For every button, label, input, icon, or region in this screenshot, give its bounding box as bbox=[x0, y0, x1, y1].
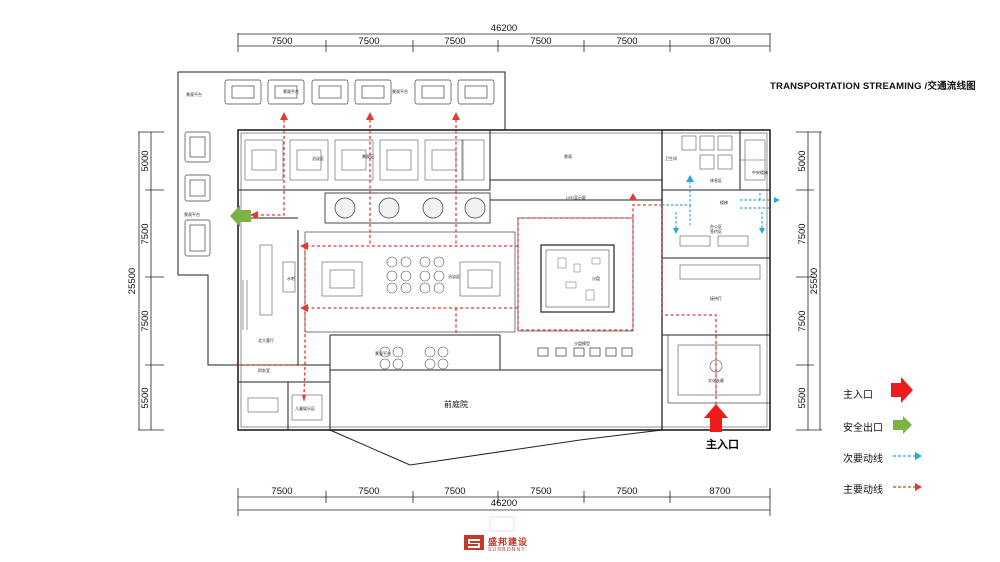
label-rest-area: 休息区 bbox=[710, 177, 722, 183]
label-north-living: 北大客厅 bbox=[258, 337, 274, 343]
legend-primary-flow-icon bbox=[893, 483, 922, 491]
safety-exit-arrow-plan bbox=[230, 205, 251, 227]
right-dim-2: 7500 bbox=[797, 223, 808, 244]
label-terrace-4: 景观平台 bbox=[184, 211, 200, 217]
top-dimension bbox=[237, 33, 771, 52]
left-dim-4: 5500 bbox=[140, 387, 151, 408]
label-negotiation-2: 洽谈区 bbox=[312, 155, 324, 161]
bottom-dim-6: 8700 bbox=[709, 486, 730, 497]
courtyard bbox=[329, 369, 663, 466]
label-terrace-5: 景观平台 bbox=[375, 350, 391, 356]
brand-logo-icon bbox=[464, 516, 515, 550]
label-terrace-2: 景观平台 bbox=[283, 88, 299, 94]
legend-main-entrance-label: 主入口 bbox=[843, 390, 873, 401]
led-label: LED显示屏 bbox=[566, 194, 586, 200]
label-reception: 接待厅 bbox=[710, 295, 722, 301]
label-kids-area: 儿童娱乐区 bbox=[295, 405, 315, 411]
label-sand-table: 沙盘 bbox=[592, 275, 600, 281]
model-displays bbox=[537, 347, 633, 357]
legend-main-entrance-icon bbox=[891, 377, 913, 403]
brand-subname: SUNBONNY bbox=[488, 547, 526, 553]
lounge-furniture bbox=[321, 256, 501, 370]
label-restroom: 卫生间 bbox=[665, 155, 677, 161]
bottom-dim-2: 7500 bbox=[358, 486, 379, 497]
courtyard-label: 前庭院 bbox=[444, 399, 468, 409]
secondary-flow-lines bbox=[662, 180, 770, 230]
top-dim-1: 7500 bbox=[271, 36, 292, 47]
sand-table-details bbox=[557, 257, 601, 301]
top-dim-4: 7500 bbox=[530, 36, 551, 47]
top-dim-3: 7500 bbox=[444, 36, 465, 47]
bottom-total-dim: 46200 bbox=[491, 498, 517, 509]
right-dimension bbox=[796, 131, 822, 431]
top-dim-5: 7500 bbox=[616, 36, 637, 47]
label-terrace-3: 景观平台 bbox=[392, 88, 408, 94]
primary-flow-arrows bbox=[250, 112, 637, 402]
label-stairs: 楼梯 bbox=[720, 199, 728, 205]
label-landscape: 景观 bbox=[564, 153, 572, 159]
main-entrance-label: 主入口 bbox=[706, 439, 739, 451]
top-dim-2: 7500 bbox=[358, 36, 379, 47]
led-zone-seating bbox=[334, 197, 486, 219]
left-dim-2: 7500 bbox=[140, 223, 151, 244]
brand-name: 盛邦建设 bbox=[488, 537, 529, 547]
bottom-dim-5: 7500 bbox=[616, 486, 637, 497]
left-zone-furniture bbox=[242, 244, 323, 421]
bottom-dimension bbox=[237, 488, 771, 516]
label-finance: 财务室 bbox=[258, 367, 270, 373]
label-terrace-1: 景观平台 bbox=[186, 91, 202, 97]
left-dimension bbox=[138, 131, 164, 431]
right-total-dim: 25500 bbox=[809, 268, 820, 294]
terrace-furniture-left bbox=[184, 131, 211, 257]
upper-sofa-furniture bbox=[244, 139, 485, 181]
legend-safety-exit-icon bbox=[893, 416, 912, 434]
right-dim-1: 5000 bbox=[797, 150, 808, 171]
label-office: 办公区 bbox=[710, 223, 722, 229]
primary-flow-lines bbox=[238, 114, 717, 410]
right-dim-3: 7500 bbox=[797, 310, 808, 331]
bottom-dim-4: 7500 bbox=[530, 486, 551, 497]
right-dim-4: 5500 bbox=[797, 387, 808, 408]
top-dim-6: 8700 bbox=[709, 36, 730, 47]
left-total-dim: 25500 bbox=[127, 268, 138, 294]
page-title: TRANSPORTATION STREAMING /交通流线图 bbox=[770, 81, 976, 92]
bottom-dim-1: 7500 bbox=[271, 486, 292, 497]
main-entrance-arrow-plan bbox=[704, 404, 728, 432]
bottom-dim-3: 7500 bbox=[444, 486, 465, 497]
secondary-flow-arrows bbox=[673, 175, 780, 234]
left-dim-1: 5000 bbox=[140, 150, 151, 171]
building-walls bbox=[177, 71, 771, 431]
label-signing: 签约区 bbox=[710, 228, 722, 234]
label-model-display: 沙盘模型 bbox=[574, 340, 590, 346]
label-landscape-zone: 景观区 bbox=[362, 153, 374, 159]
terrace-furniture-top bbox=[224, 79, 495, 105]
legend-safety-exit-label: 安全出口 bbox=[843, 423, 883, 434]
legend-primary-flow-label: 主要动线 bbox=[843, 485, 883, 496]
label-negotiation-1: 洽谈区 bbox=[448, 273, 460, 279]
legend-secondary-flow-label: 次要动线 bbox=[843, 454, 883, 465]
label-central-stairs: 中央楼梯 bbox=[752, 169, 768, 175]
label-water-bar: 水吧 bbox=[287, 275, 295, 281]
top-total-dim: 46200 bbox=[491, 23, 517, 34]
legend-secondary-flow-icon bbox=[893, 452, 922, 460]
left-dim-3: 7500 bbox=[140, 310, 151, 331]
